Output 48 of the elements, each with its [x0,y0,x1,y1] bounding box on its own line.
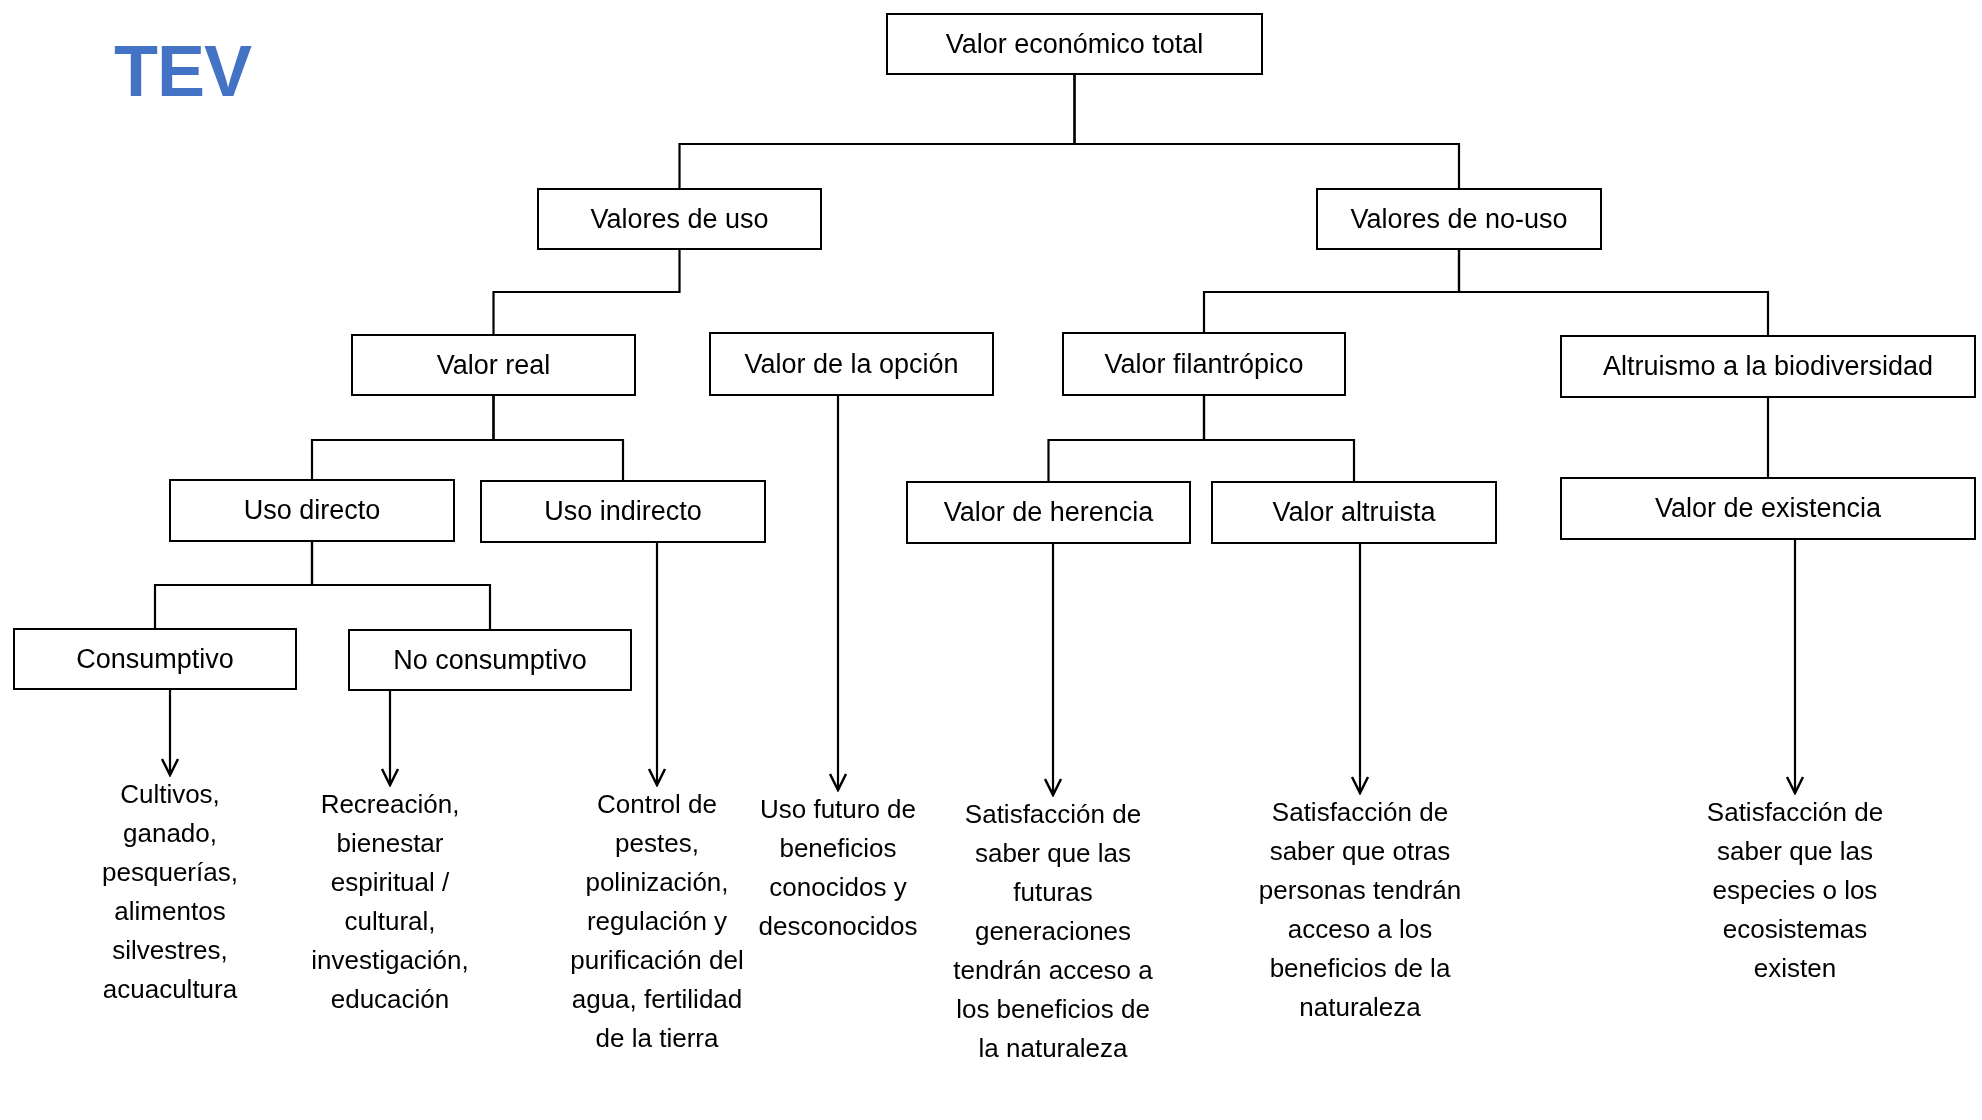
box-label: Valor altruista [1272,497,1436,528]
connector-line [492,396,625,480]
box-label: Valor de herencia [943,497,1154,528]
connector-line [310,542,492,629]
arrow [160,690,180,777]
box-label: Valor de la opción [744,348,959,380]
connector-line [1766,398,1770,477]
box-label: Uso directo [243,495,381,526]
box-label: Altruismo a la biodiversidad [1602,351,1934,382]
title: TEV [114,30,252,112]
category-box [886,13,1263,75]
category-box [13,628,297,690]
box-label: Valor real [436,349,551,381]
box-label: Uso indirecto [544,496,702,527]
arrow [1043,544,1063,797]
category-box [709,332,994,396]
category-box [351,334,636,396]
category-box [537,188,822,250]
description-text: Satisfacción de saber que otras personas tendrán acceso a los beneficios de la naturaleza [1256,793,1464,1027]
connector-line [1202,396,1356,481]
category-box [348,629,632,691]
box-label: Valor filantrópico [1104,348,1304,380]
category-box [1316,188,1602,250]
arrow [1350,544,1370,795]
connector-line [492,250,681,334]
box-label: Valores de no-uso [1350,203,1568,235]
category-box [906,481,1191,544]
box-label: Valor económico total [945,28,1204,60]
description-text: Cultivos, ganado, pesquerías, alimentos silvestres, acuacultura [70,775,270,1009]
category-box [480,480,766,543]
category-box [1211,481,1497,544]
box-label: Consumptivo [76,643,234,675]
description-text: Satisfacción de saber que las futuras generaciones tendrán acceso a los beneficios de la naturaleza [950,795,1156,1068]
arrow [647,543,667,787]
box-label: Valor de existencia [1654,493,1882,524]
box-label: No consumptivo [393,644,587,676]
box-label: Valores de uso [590,203,769,235]
arrow [828,396,848,792]
category-box [1560,477,1976,540]
category-box [1560,335,1976,398]
connector-line [1073,75,1461,188]
arrow [380,691,400,787]
description-text: Recreación, bienestar espiritual / cultural, investigación, educación [285,785,495,1019]
description-text: Satisfacción de saber que las especies o los ecosistemas existen [1690,793,1900,988]
category-box [1062,332,1346,396]
category-box [169,479,455,542]
arrow [1785,540,1805,795]
connector-line [1457,250,1770,335]
